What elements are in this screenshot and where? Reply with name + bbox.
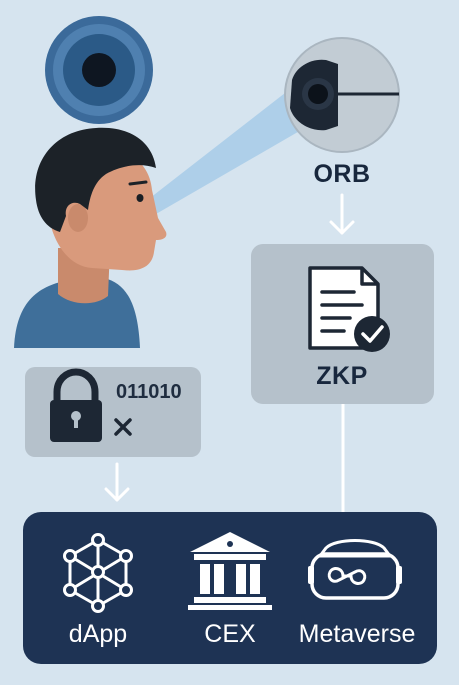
metaverse-label: Metaverse [298,620,416,648]
vr-headset-icon [308,539,402,600]
network-icon [63,533,133,613]
orb-device [284,37,400,153]
arrow-lock-to-apps [104,462,130,502]
lock-icon [50,368,102,442]
orb-label: ORB [313,160,371,188]
document-check-icon [308,266,390,352]
binary-code-label: 011010 [116,381,182,403]
bank-icon [188,532,272,610]
iris-icon [45,16,153,124]
arrow-orb-to-zkp [329,193,355,235]
person-figure [14,127,167,348]
zkp-label: ZKP [316,362,368,390]
scan-beam [150,72,322,214]
dapp-label: dApp [68,620,128,648]
x-mark-icon [114,418,132,436]
cex-label: CEX [204,620,256,648]
